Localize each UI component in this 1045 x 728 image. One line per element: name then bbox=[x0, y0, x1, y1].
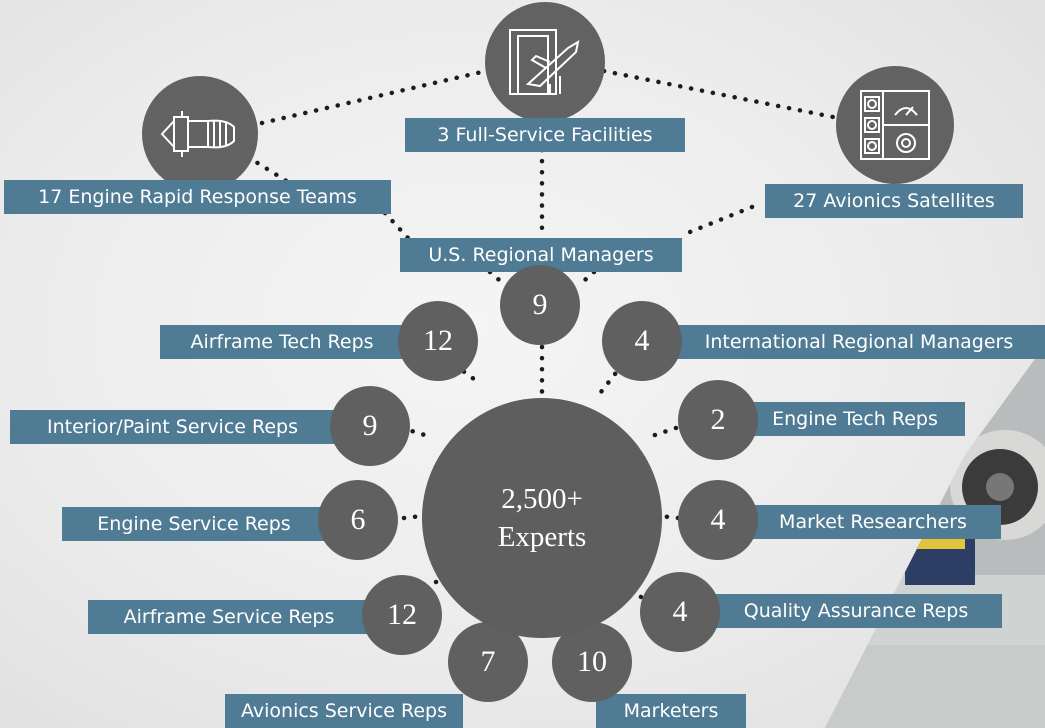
spoke-label-marketers: Marketers bbox=[596, 694, 746, 728]
spoke-label-engine-service: Engine Service Reps bbox=[62, 507, 326, 541]
spoke-count-airframe-service: 12 bbox=[362, 575, 442, 655]
link-engine-facilities bbox=[259, 68, 489, 126]
spoke-count-market-researchers: 4 bbox=[678, 480, 758, 560]
spoke-label-quality-assurance: Quality Assurance Reps bbox=[710, 594, 1002, 628]
engine-teams-label: 17 Engine Rapid Response Teams bbox=[4, 180, 391, 214]
link-4mr-hub bbox=[657, 513, 681, 521]
link-12-hub bbox=[452, 362, 481, 385]
spoke-count-avionics-service: 7 bbox=[448, 622, 528, 702]
hub-count: 2,500+ bbox=[501, 483, 583, 515]
link-regional-9b bbox=[575, 269, 597, 289]
jet-engine-icon bbox=[142, 76, 258, 192]
experts-hub: 2,500+ Experts bbox=[422, 398, 662, 638]
link-regional-9 bbox=[487, 269, 509, 289]
hub-caption: Experts bbox=[497, 521, 587, 553]
spoke-label-avionics-service: Avionics Service Reps bbox=[225, 694, 463, 728]
spoke-count-interior-paint: 9 bbox=[330, 386, 410, 466]
hangar-aircraft-icon bbox=[485, 2, 605, 122]
link-facilities-avionics bbox=[601, 68, 841, 121]
avionics-satellites-label: 27 Avionics Satellites bbox=[765, 184, 1023, 218]
spoke-label-airframe-tech: Airframe Tech Reps bbox=[160, 325, 404, 359]
link-6-hub bbox=[401, 513, 425, 521]
link-avionics-regional bbox=[677, 204, 755, 239]
link-engine-regional-2 bbox=[382, 210, 411, 241]
spoke-label-interior-paint: Interior/Paint Service Reps bbox=[10, 410, 335, 444]
spoke-count-airframe-tech: 12 bbox=[398, 301, 478, 381]
spoke-count-quality-assurance: 4 bbox=[640, 572, 720, 652]
avionics-panel-icon bbox=[836, 66, 954, 184]
spoke-label-engine-tech: Engine Tech Reps bbox=[745, 402, 965, 436]
spoke-label-market-researchers: Market Researchers bbox=[745, 505, 1001, 539]
spoke-count-engine-tech: 2 bbox=[678, 380, 758, 460]
spoke-label-international-managers: International Regional Managers bbox=[673, 325, 1045, 359]
spoke-label-airframe-service: Airframe Service Reps bbox=[88, 600, 370, 634]
spoke-count-international-managers: 4 bbox=[602, 301, 682, 381]
spoke-count-engine-service: 6 bbox=[318, 480, 398, 560]
facilities-label: 3 Full-Service Facilities bbox=[405, 118, 685, 152]
link-9l-hub bbox=[399, 425, 431, 439]
link-2-hub bbox=[649, 425, 679, 439]
regional-managers-count: 9 bbox=[500, 265, 580, 345]
link-engine-regional bbox=[245, 154, 291, 185]
